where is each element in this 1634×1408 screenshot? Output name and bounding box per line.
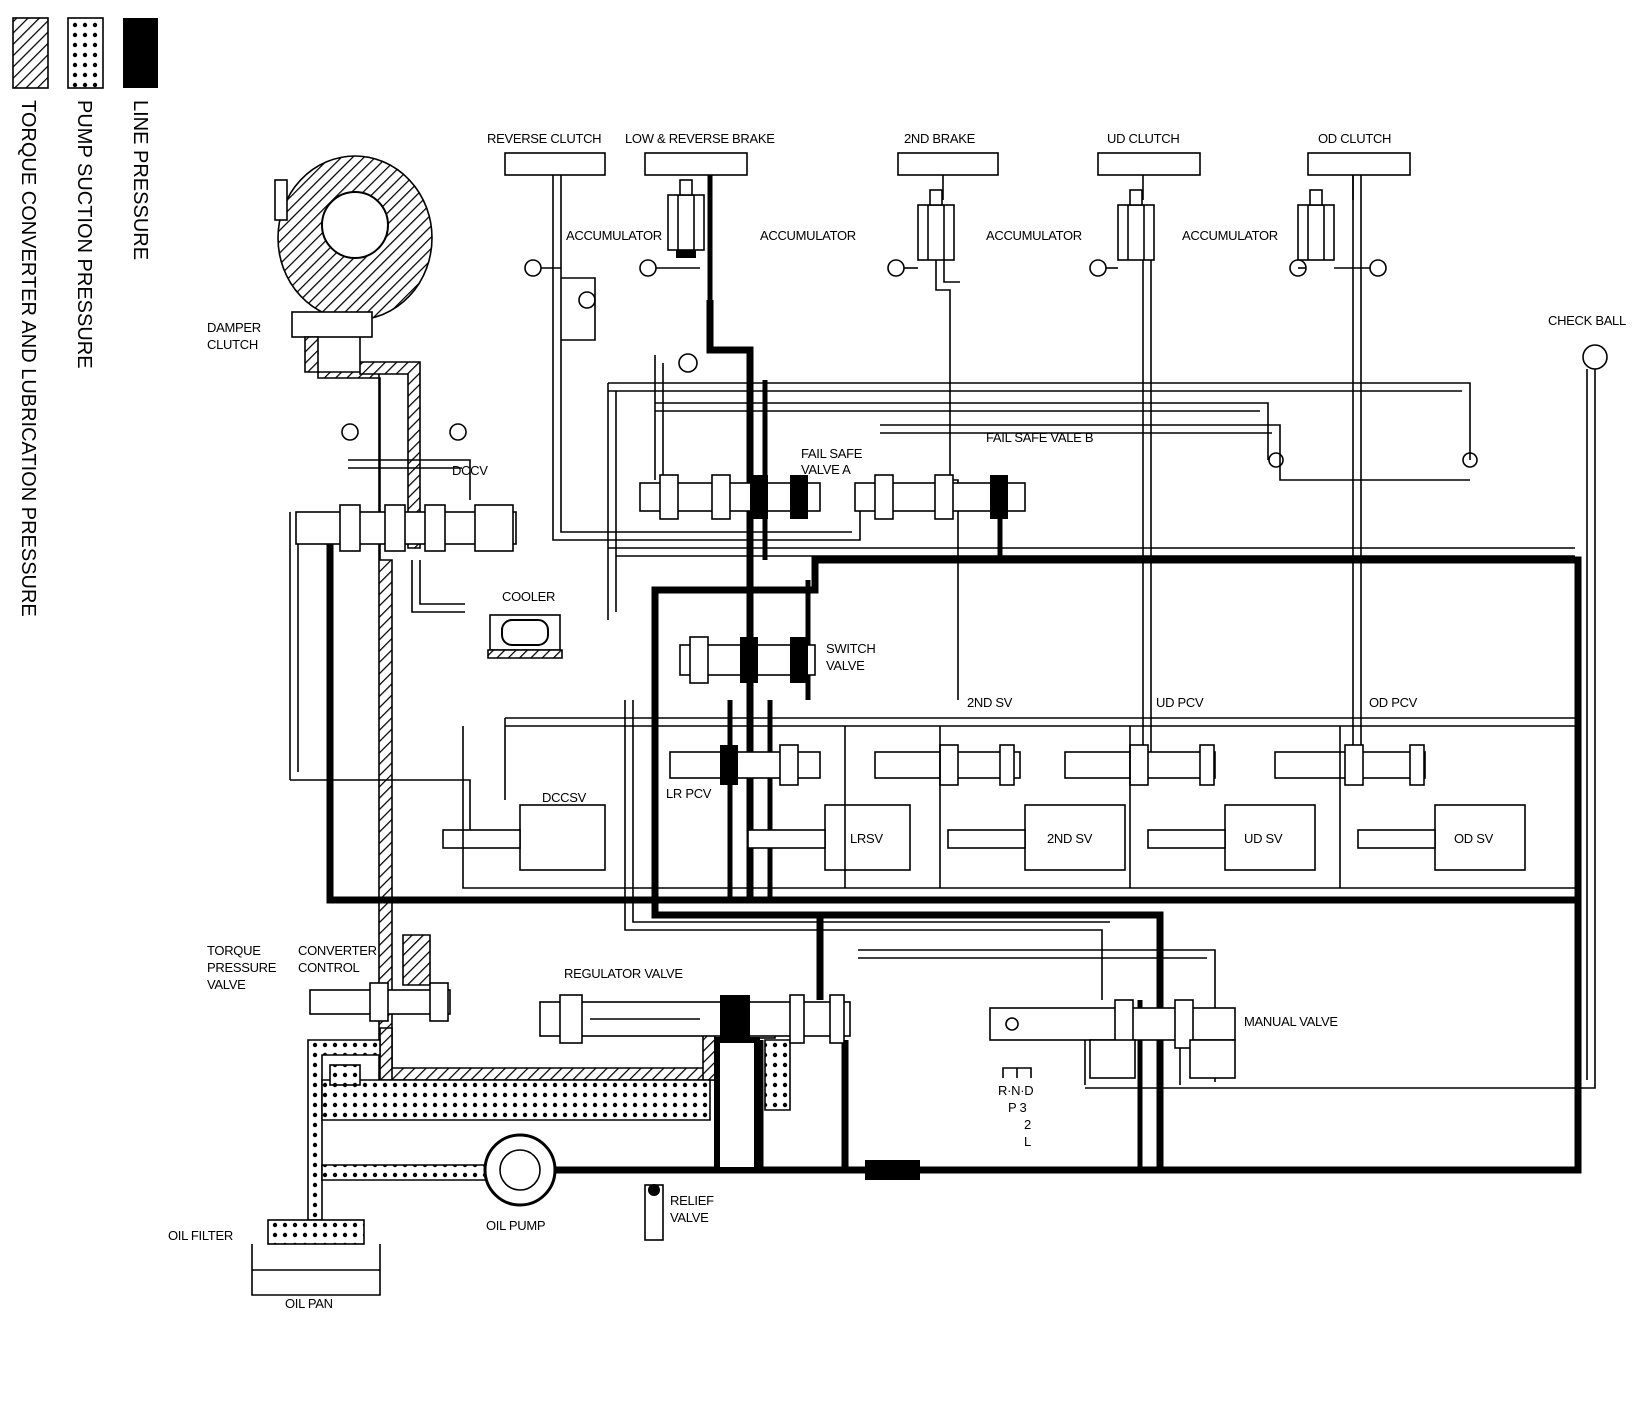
legend-swatch-line-pressure (123, 18, 158, 88)
label-torque-pressure-3: VALVE (207, 977, 246, 992)
label-ud-clutch: UD CLUTCH (1107, 131, 1179, 146)
accumulator-ud (1117, 189, 1155, 261)
valve-manual (989, 999, 1236, 1079)
label-gear-p3: P 3 (1008, 1100, 1026, 1115)
label-lr-pcv: LR PCV (666, 786, 712, 801)
label-accumulator-4: ACCUMULATOR (1182, 228, 1278, 243)
label-accumulator-3: ACCUMULATOR (986, 228, 1082, 243)
label-lrsv: LRSV (850, 831, 883, 846)
legend-torque-converter-label: TORQUE CONVERTER AND LUBRICATION PRESSUR… (17, 100, 39, 617)
label-cooler: COOLER (502, 589, 555, 604)
label-od-clutch: OD CLUTCH (1318, 131, 1391, 146)
valve-od-pcv (1274, 744, 1426, 786)
line-pressure-circuit (326, 170, 1582, 1180)
label-converter-control-1: CONVERTER (298, 943, 377, 958)
valve-ud-pcv (1064, 744, 1216, 786)
label-relief-valve-2: VALVE (670, 1210, 709, 1225)
label-fail-safe-b: FAIL SAFE VALE B (986, 430, 1093, 445)
accumulator-lr (667, 179, 705, 258)
label-ud-sv: UD SV (1244, 831, 1283, 846)
gear-selector-bracket (1002, 1067, 1032, 1078)
label-manual-valve: MANUAL VALVE (1244, 1014, 1338, 1029)
valve-lr-pcv (669, 744, 821, 786)
label-second-sv-top: 2ND SV (967, 695, 1013, 710)
label-relief-valve-1: RELIEF (670, 1193, 714, 1208)
label-ud-pcv: UD PCV (1156, 695, 1204, 710)
label-damper-clutch-2: CLUTCH (207, 337, 258, 352)
label-second-sv: 2ND SV (1047, 831, 1093, 846)
solenoid-compartments (462, 726, 1580, 889)
label-accumulator-2: ACCUMULATOR (760, 228, 856, 243)
accumulator-od (1297, 189, 1335, 261)
thin-passages (289, 175, 1596, 1089)
valve-dccv (295, 504, 517, 552)
valve-2nd-pcv (874, 744, 1021, 786)
pump-suction-lines (307, 1039, 791, 1221)
legend-pump-suction-label: PUMP SUCTION PRESSURE (73, 100, 95, 369)
reverse-clutch-box (504, 152, 606, 176)
label-fail-safe-a-1: FAIL SAFE (801, 446, 863, 461)
label-oil-pan: OIL PAN (285, 1296, 333, 1311)
valve-regulator (539, 994, 851, 1044)
accumulators (667, 179, 1335, 261)
label-gear-rnd: R·N·D (998, 1083, 1033, 1098)
legend-line-pressure-label: LINE PRESSURE (129, 100, 151, 260)
label-reverse-clutch: REVERSE CLUTCH (487, 131, 601, 146)
label-dccv: DCCV (452, 463, 488, 478)
legend-swatch-pump-suction (67, 17, 104, 89)
label-switch-valve-1: SWITCH (826, 641, 875, 656)
label-gear-l: L (1024, 1134, 1031, 1149)
label-low-reverse-brake: LOW & REVERSE BRAKE (625, 131, 775, 146)
label-od-pcv: OD PCV (1369, 695, 1418, 710)
label-od-sv: OD SV (1454, 831, 1494, 846)
check-balls (341, 259, 1608, 468)
torque-converter (274, 155, 433, 338)
label-switch-valve-2: VALVE (826, 658, 865, 673)
label-dccsv: DCCSV (542, 790, 587, 805)
od-clutch-box (1307, 152, 1411, 176)
label-torque-pressure-2: PRESSURE (207, 960, 277, 975)
low-reverse-brake-box (644, 152, 748, 176)
valve-fail-safe-b (854, 474, 1026, 520)
oil-filter (251, 1219, 381, 1296)
solenoids (442, 804, 1526, 871)
clutch-brake-row (504, 152, 1411, 176)
label-oil-filter: OIL FILTER (168, 1228, 233, 1243)
label-converter-control-2: CONTROL (298, 960, 360, 975)
label-torque-pressure-1: TORQUE (207, 943, 261, 958)
label-fail-safe-a-2: VALVE A (801, 462, 851, 477)
ud-clutch-box (1097, 152, 1201, 176)
label-accumulator-1: ACCUMULATOR (566, 228, 662, 243)
second-brake-box (897, 152, 999, 176)
relief-valve (644, 1184, 664, 1241)
label-oil-pump: OIL PUMP (486, 1218, 545, 1233)
label-second-brake: 2ND BRAKE (904, 131, 976, 146)
legend-swatch-torque-converter (12, 17, 49, 89)
label-damper-clutch-1: DAMPER (207, 320, 261, 335)
oil-pump (483, 1133, 557, 1207)
label-regulator-valve: REGULATOR VALVE (564, 966, 683, 981)
valve-switch (679, 636, 816, 684)
label-gear-2: 2 (1024, 1117, 1031, 1132)
valve-fail-safe-a (639, 474, 821, 520)
valve-torque-pressure (309, 982, 451, 1022)
accumulator-2nd (917, 189, 955, 261)
legend: LINE PRESSURE PUMP SUCTION PRESSURE TORQ… (12, 17, 158, 617)
label-check-ball: CHECK BALL (1548, 313, 1626, 328)
labels: REVERSE CLUTCH LOW & REVERSE BRAKE 2ND B… (168, 131, 1626, 1311)
